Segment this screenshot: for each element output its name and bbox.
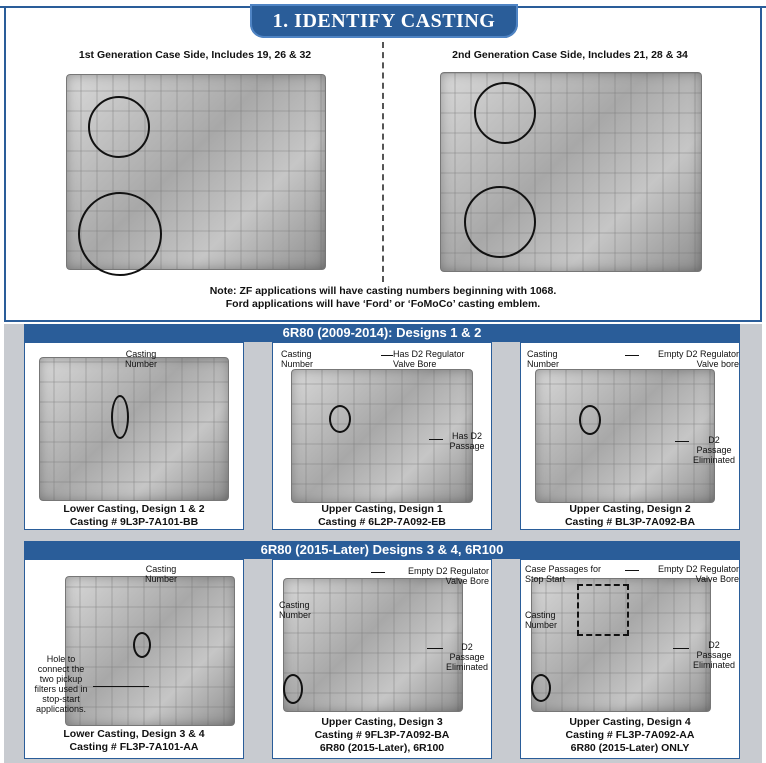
arrow — [371, 572, 385, 573]
panel-caption-line2: Casting # BL3P-7A092-BA — [564, 516, 696, 528]
arrow — [93, 686, 149, 687]
arrow — [675, 441, 689, 442]
arrow — [381, 355, 393, 356]
panel-caption-line1: Lower Casting, Design 1 & 2 — [63, 503, 205, 515]
callout-empty-d2-regulator: Empty D2 Regulator Valve Bore — [407, 566, 489, 586]
gen1-highlight-circle-bottom — [78, 192, 162, 276]
callout-d2-passage-eliminated: D2 Passage Eliminated — [692, 640, 736, 670]
callout-has-d2-passage: Has D2 Passage — [449, 431, 485, 451]
panel-caption-line2: Casting # 9FL3P-7A092-BA — [314, 729, 450, 741]
casting-number-circle — [531, 674, 551, 702]
arrow — [429, 439, 443, 440]
panel-caption-line1: Upper Casting, Design 2 — [569, 503, 691, 515]
section1-header: 6R80 (2009-2014): Designs 1 & 2 — [24, 324, 740, 342]
callout-casting-number: Casting Number — [144, 564, 177, 584]
gen1-highlight-circle-top — [88, 96, 150, 158]
casting-number-circle — [111, 395, 129, 439]
upper-casting-d3-photo — [283, 578, 463, 712]
gen2-caption: 2nd Generation Case Side, Includes 21, 2… — [452, 49, 688, 61]
casting-number-circle — [133, 632, 151, 658]
callout-casting-number: Casting Number — [279, 600, 312, 620]
page-title: 1. IDENTIFY CASTING — [250, 4, 518, 38]
casting-number-circle — [283, 674, 303, 704]
callout-d2-passage-eliminated: D2 Passage Eliminated — [692, 435, 736, 465]
callout-has-d2-regulator: Has D2 Regulator Valve Bore — [393, 349, 465, 369]
panel-caption-line3: 6R80 (2015-Later) ONLY — [570, 742, 690, 754]
gen1-caption: 1st Generation Case Side, Includes 19, 2… — [78, 49, 312, 61]
generation-divider — [382, 42, 384, 282]
callout-empty-d2-regulator: Empty D2 Regulator Valve bore — [657, 349, 739, 369]
panel-caption-line3: 6R80 (2015-Later), 6R100 — [319, 742, 445, 754]
arrow — [625, 355, 639, 356]
gen2-highlight-circle-bottom — [464, 186, 536, 258]
section2-header: 6R80 (2015-Later) Designs 3 & 4, 6R100 — [24, 541, 740, 559]
note-line-2: Ford applications will have ‘Ford’ or ‘F… — [225, 298, 541, 310]
stop-start-passages-box — [577, 584, 629, 636]
callout-casting-number: Casting Number — [281, 349, 314, 369]
upper-casting-d1-photo — [291, 369, 473, 503]
panel-upper-casting-d3: Casting Number Empty D2 Regulator Valve … — [272, 559, 492, 759]
upper-casting-d2-photo — [535, 369, 715, 503]
arrow — [427, 648, 443, 649]
arrow — [673, 648, 689, 649]
casting-number-circle — [329, 405, 351, 433]
callout-empty-d2-regulator: Empty D2 Regulator Valve Bore — [657, 564, 739, 584]
panel-caption-line1: Upper Casting, Design 3 — [321, 716, 443, 728]
panel-lower-casting-d1-2: Casting Number Lower Casting, Design 1 &… — [24, 342, 244, 530]
panel-caption-line1: Upper Casting, Design 1 — [321, 503, 443, 515]
callout-casting-number: Casting Number — [527, 349, 560, 369]
panel-caption-line1: Lower Casting, Design 3 & 4 — [63, 728, 205, 740]
panel-upper-casting-d2: Casting Number Empty D2 Regulator Valve … — [520, 342, 740, 530]
arrow — [625, 570, 639, 571]
panel-caption-line2: Casting # FL3P-7A092-AA — [565, 729, 695, 741]
upper-casting-d4-photo — [531, 578, 711, 712]
lower-casting-d1-2-photo — [39, 357, 229, 501]
panel-caption-line1: Upper Casting, Design 4 — [569, 716, 691, 728]
note-line-1: Note: ZF applications will have casting … — [209, 285, 557, 297]
callout-casting-number: Casting Number — [124, 349, 157, 369]
panel-upper-casting-d4: Case Passages for Stop Start Casting Num… — [520, 559, 740, 759]
gen2-highlight-circle-top — [474, 82, 536, 144]
panel-caption-line2: Casting # FL3P-7A101-AA — [69, 741, 199, 753]
panel-caption-line2: Casting # 6L2P-7A092-EB — [318, 516, 446, 528]
callout-casting-number: Casting Number — [525, 610, 558, 630]
lower-casting-d3-4-photo — [65, 576, 235, 726]
callout-d2-passage-eliminated: D2 Passage Eliminated — [445, 642, 489, 672]
panel-caption-line2: Casting # 9L3P-7A101-BB — [69, 516, 199, 528]
panel-upper-casting-d1: Casting Number Has D2 Regulator Valve Bo… — [272, 342, 492, 530]
panel-lower-casting-d3-4: Casting Number Hole to connect the two p… — [24, 559, 244, 759]
top-frame — [4, 6, 762, 322]
callout-stop-start-passages: Case Passages for Stop Start — [525, 564, 602, 584]
callout-stop-start-hole: Hole to connect the two pickup filters u… — [34, 654, 88, 714]
casting-number-circle — [579, 405, 601, 435]
